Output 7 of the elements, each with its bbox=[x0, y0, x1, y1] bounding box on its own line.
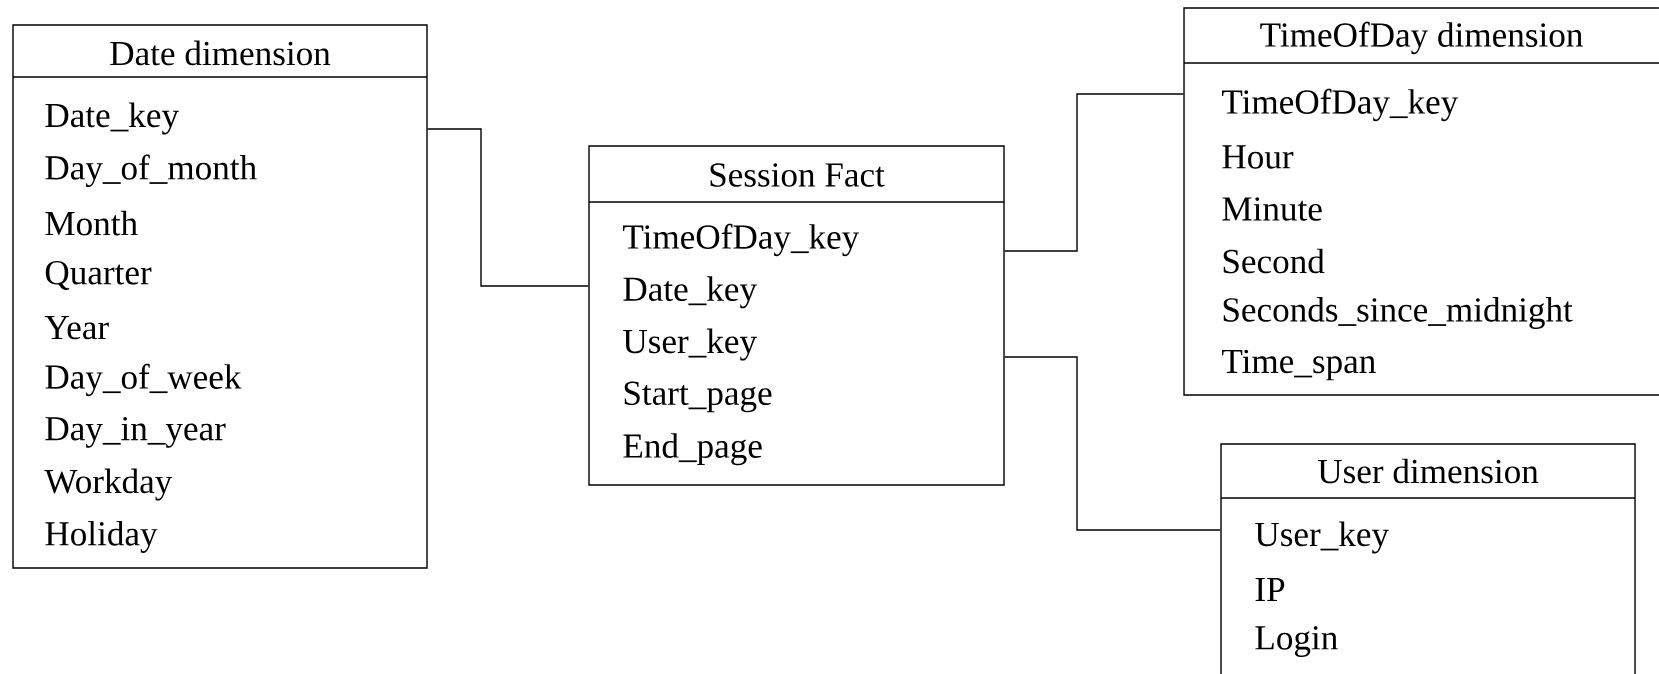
table: Date dimension Date_key Day_of_month Month Quarter Year Day_of_week Day_in_year Workday Holiday bbox=[12, 24, 428, 569]
table: User dimension User_key IP Login bbox=[1220, 443, 1636, 674]
table: TimeOfDay dimension TimeOfDay_key Hour Minute Second Seconds_since_midnight Time_span bbox=[1183, 7, 1659, 396]
connector-line bbox=[1004, 93, 1185, 252]
connector-line bbox=[427, 128, 589, 287]
connector-line bbox=[1004, 356, 1222, 531]
table: Session Fact TimeOfDay_key Date_key User_key Start_page End_page bbox=[588, 145, 1005, 486]
